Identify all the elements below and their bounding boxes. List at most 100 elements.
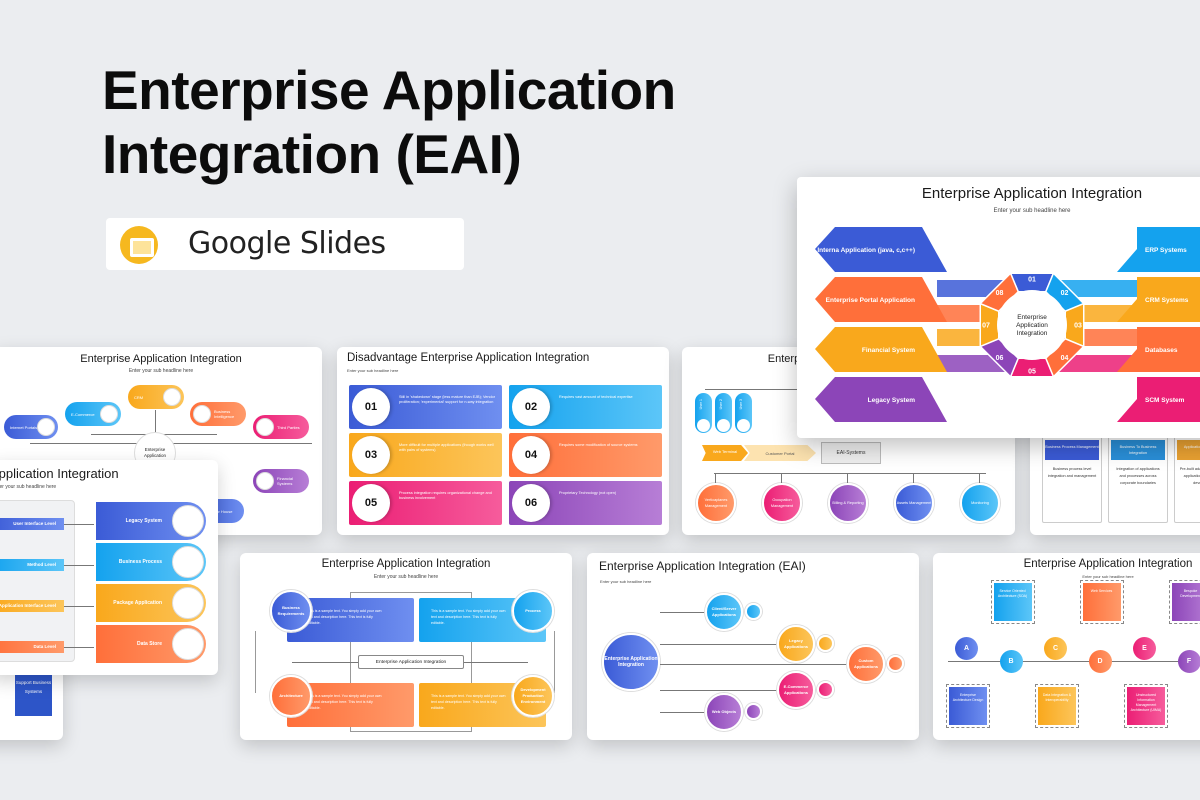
right-label: Databases [1145, 347, 1178, 354]
left-label: Legacy System [868, 397, 916, 404]
timeline-box: Service Oriented Architecture (SOA) [990, 580, 1035, 624]
app-icon [817, 681, 834, 698]
left-arrow [815, 327, 947, 372]
financial-icon [256, 472, 274, 490]
platform-badge: Google Slides [106, 218, 464, 270]
system-icon [172, 505, 204, 537]
eai-node: Legacy Applications [777, 625, 815, 663]
slide-disadvantage[interactable]: Disadvantage Enterprise Application Inte… [337, 347, 669, 535]
slide-title: Application Integration [0, 466, 119, 481]
right-box [1117, 227, 1200, 272]
timeline-box: Bespoke Development [1168, 580, 1200, 624]
slide-title: Enterprise Application Integration (EAI) [599, 559, 806, 573]
hub-item: Business Intelligence [190, 402, 246, 426]
step-number: 06 [996, 355, 1004, 362]
customer-portal: Customer Portal [744, 445, 816, 461]
step-number: 07 [982, 323, 990, 330]
bi-icon [193, 405, 211, 423]
quad-block: This is a sample text. You simply add yo… [287, 683, 414, 727]
service-circle: Assets Management [894, 483, 934, 523]
slide-subtitle: Enter your sub headline here [373, 574, 439, 580]
center-label: Integration [1017, 330, 1048, 337]
system-icon [172, 546, 204, 578]
app-icon [745, 703, 762, 720]
timeline-node: E [1133, 637, 1156, 660]
platform-label: Google Slides [188, 226, 386, 261]
level-label: Data Level [0, 641, 64, 653]
step-number: 01 [1028, 277, 1036, 284]
service-circle: Occupation Management [762, 483, 802, 523]
hub-item: CRM [128, 385, 184, 409]
center-label: Application [1016, 322, 1048, 329]
level-label: Method Level [0, 559, 64, 571]
app-icon [887, 655, 904, 672]
integration-diagram: Interna Application (java, c,c++)ERP Sys… [815, 227, 1200, 422]
hub-item: Third Parties [253, 415, 309, 439]
system-icon [172, 587, 204, 619]
support-box: Support Business Systems [15, 670, 52, 716]
user-pill: User 1 [695, 393, 712, 433]
right-label: CRM Systems [1145, 297, 1189, 304]
left-arrow [815, 377, 947, 422]
right-label: SCM System [1145, 397, 1185, 404]
slide-subtitle: Enter your sub headline here [347, 368, 399, 373]
connector-band [937, 355, 1007, 372]
system-icon [172, 628, 204, 660]
slide-subtitle: Enter your sub headline here [600, 579, 652, 584]
step-number: 08 [996, 290, 1004, 297]
eai-node: Client/Server Applications [705, 593, 743, 631]
slide-subtitle: Enter your sub headline here [0, 484, 57, 490]
left-arrow [815, 277, 947, 322]
left-label: Financial System [862, 347, 915, 354]
slide-eai-tree[interactable]: Enterprise Application Integration (EAI)… [587, 553, 919, 740]
hub-item: Financial Systems [253, 469, 309, 493]
portal-icon [37, 418, 55, 436]
google-slides-icon [120, 226, 158, 264]
timeline-node: C [1044, 637, 1067, 660]
slide-timeline[interactable]: Enterprise Application Integration Enter… [933, 553, 1200, 740]
level-label: User Interface Level [0, 518, 64, 530]
right-box [1117, 327, 1200, 372]
web-terminal: Web Terminal [702, 445, 748, 461]
quad-circle: Business Requirements [270, 590, 312, 632]
eai-node: E-Commerce Applications [777, 671, 815, 709]
app-icon [817, 635, 834, 652]
service-circle: Billing & Reporting [828, 483, 868, 523]
quad-circle: Development Production Environment [512, 675, 554, 717]
step-number: 03 [1074, 323, 1082, 330]
eai-node: Web Objects [705, 693, 743, 731]
quad-circle: Architecture [270, 675, 312, 717]
ecommerce-icon [100, 405, 118, 423]
slide-title: Enterprise Application Integration [80, 353, 242, 365]
third-party-icon [256, 418, 274, 436]
service-circle: Monitoring [960, 483, 1000, 523]
slide-levels[interactable]: Application Integration Enter your sub h… [0, 460, 218, 675]
octagon-center [997, 290, 1067, 360]
slide-featured[interactable]: Enterprise Application Integration Enter… [797, 177, 1200, 438]
eai-node: Custom Applications [847, 645, 885, 683]
left-arrow [815, 227, 947, 272]
connector-band [937, 280, 1007, 297]
hub-item: E-Commerce [65, 402, 121, 426]
hero-title: Enterprise Application Integration (EAI) [102, 59, 676, 185]
hub-item: Internet Portals [4, 415, 58, 439]
slide-title: Disadvantage Enterprise Application Inte… [347, 352, 590, 364]
timeline-box: Data Integration & Interoperability [1035, 684, 1079, 728]
timeline-node: B [999, 650, 1023, 673]
slide-quad[interactable]: Enterprise Application Integration Enter… [240, 553, 572, 740]
timeline-box: Web Services [1079, 580, 1124, 624]
right-box [1117, 277, 1200, 322]
eai-systems-box: EAI-Systems [821, 442, 881, 464]
center-label: Enterprise [1017, 314, 1047, 321]
step-number: 02 [1061, 290, 1069, 297]
right-label: ERP Systems [1145, 247, 1187, 254]
user-pill: User 3 [735, 393, 752, 433]
right-box [1117, 377, 1200, 422]
